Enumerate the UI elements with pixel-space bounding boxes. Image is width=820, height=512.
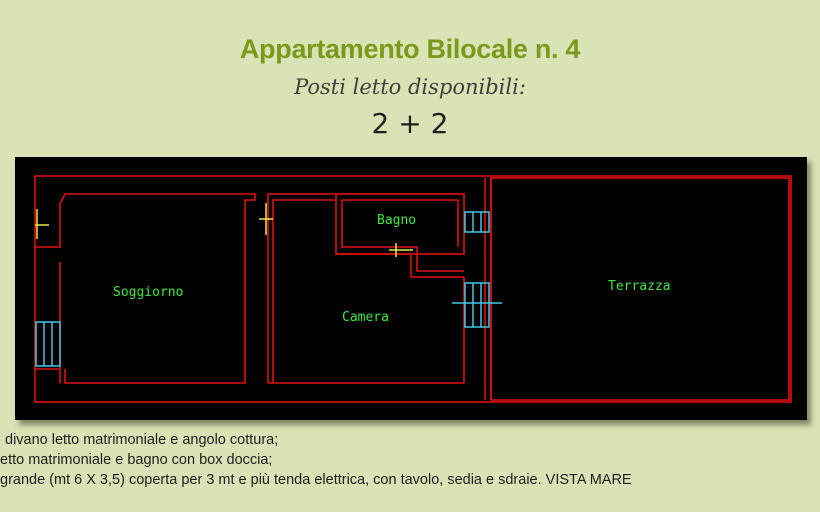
floor-plan: Soggiorno Camera Bagno Terrazza [15, 157, 807, 420]
description-line: etto matrimoniale e bagno con box doccia… [0, 452, 273, 468]
room-label-soggiorno: Soggiorno [113, 285, 184, 300]
beds-available-label: Posti letto disponibili: [294, 75, 526, 99]
description-line: divano letto matrimoniale e angolo cottu… [5, 432, 279, 448]
room-label-bagno: Bagno [377, 213, 417, 228]
room-label-terrazza: Terrazza [608, 279, 671, 294]
room-label-camera: Camera [342, 310, 389, 325]
description-line: grande (mt 6 X 3,5) coperta per 3 mt e p… [0, 472, 632, 488]
apartment-title: Appartamento Bilocale n. 4 [239, 34, 581, 64]
room-descriptions: divano letto matrimoniale e angolo cottu… [0, 430, 820, 490]
beds-count: 2 + 2 [371, 107, 449, 140]
floor-plan-drawing [34, 175, 792, 403]
